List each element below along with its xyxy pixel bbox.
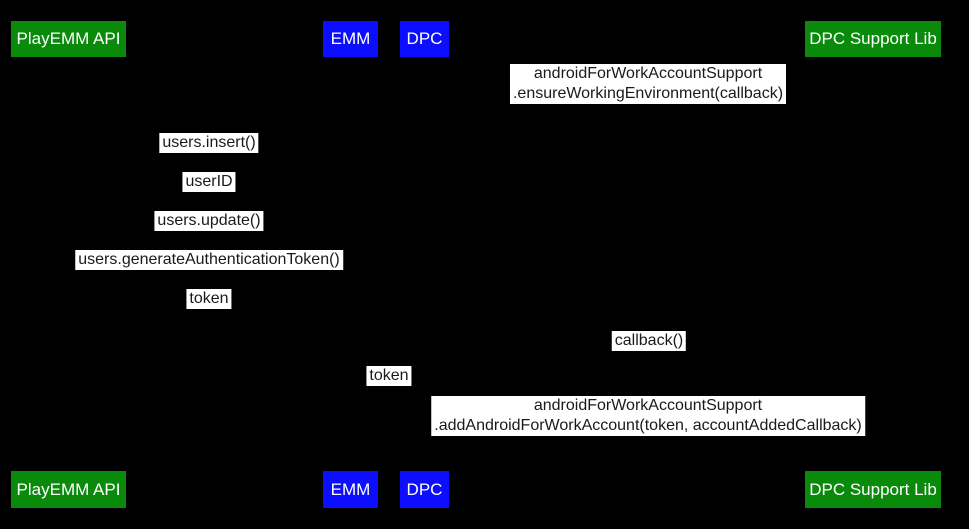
message-line: users.update() <box>157 212 261 229</box>
lifeline-dpc <box>424 57 425 471</box>
lifeline-emm <box>350 57 351 471</box>
participant-label: PlayEMM API <box>16 29 121 48</box>
message-users-generate-authentication-token: users.generateAuthenticationToken() <box>75 250 343 270</box>
message-line: users.generateAuthenticationToken() <box>78 251 340 268</box>
participant-label: DPC <box>406 29 443 48</box>
message-line: callback() <box>614 332 684 349</box>
message-token-to-dpc: token <box>366 366 412 386</box>
lifeline-dpc-support-lib <box>872 57 873 471</box>
participant-dpc-support-lib-bottom: DPC Support Lib <box>805 471 941 508</box>
message-line: androidForWorkAccountSupport <box>533 397 763 414</box>
message-line: token <box>189 290 229 307</box>
message-line: users.insert() <box>162 134 256 151</box>
message-users-insert: users.insert() <box>159 133 259 153</box>
participant-dpc-top: DPC <box>400 21 449 57</box>
participant-dpc-bottom: DPC <box>400 471 449 508</box>
participant-emm-bottom: EMM <box>323 471 378 508</box>
participant-label: DPC Support Lib <box>809 29 937 48</box>
participant-playemm-api-top: PlayEMM API <box>11 21 126 57</box>
message-users-update: users.update() <box>154 211 264 231</box>
message-userid-return: userID <box>182 172 236 192</box>
message-line: .ensureWorkingEnvironment(callback) <box>512 85 784 102</box>
participant-label: DPC Support Lib <box>809 479 937 499</box>
participant-label: PlayEMM API <box>16 479 121 499</box>
message-line: userID <box>185 173 233 190</box>
participant-label: DPC <box>406 479 443 499</box>
message-add-android-for-work-account: androidForWorkAccountSupport .addAndroid… <box>431 396 865 436</box>
message-ensure-working-environment: androidForWorkAccountSupport .ensureWork… <box>509 64 787 104</box>
message-line: token <box>369 367 409 384</box>
lifeline-playemm-api <box>68 57 69 471</box>
message-callback: callback() <box>611 331 687 351</box>
participant-emm-top: EMM <box>323 21 378 57</box>
participant-label: EMM <box>330 29 371 48</box>
message-token-return: token <box>186 289 232 309</box>
participant-playemm-api-bottom: PlayEMM API <box>11 471 126 508</box>
message-line: .addAndroidForWorkAccount(token, account… <box>434 417 862 434</box>
message-line: androidForWorkAccountSupport <box>533 65 763 82</box>
participant-dpc-support-lib-top: DPC Support Lib <box>805 21 941 57</box>
participant-label: EMM <box>330 479 371 499</box>
